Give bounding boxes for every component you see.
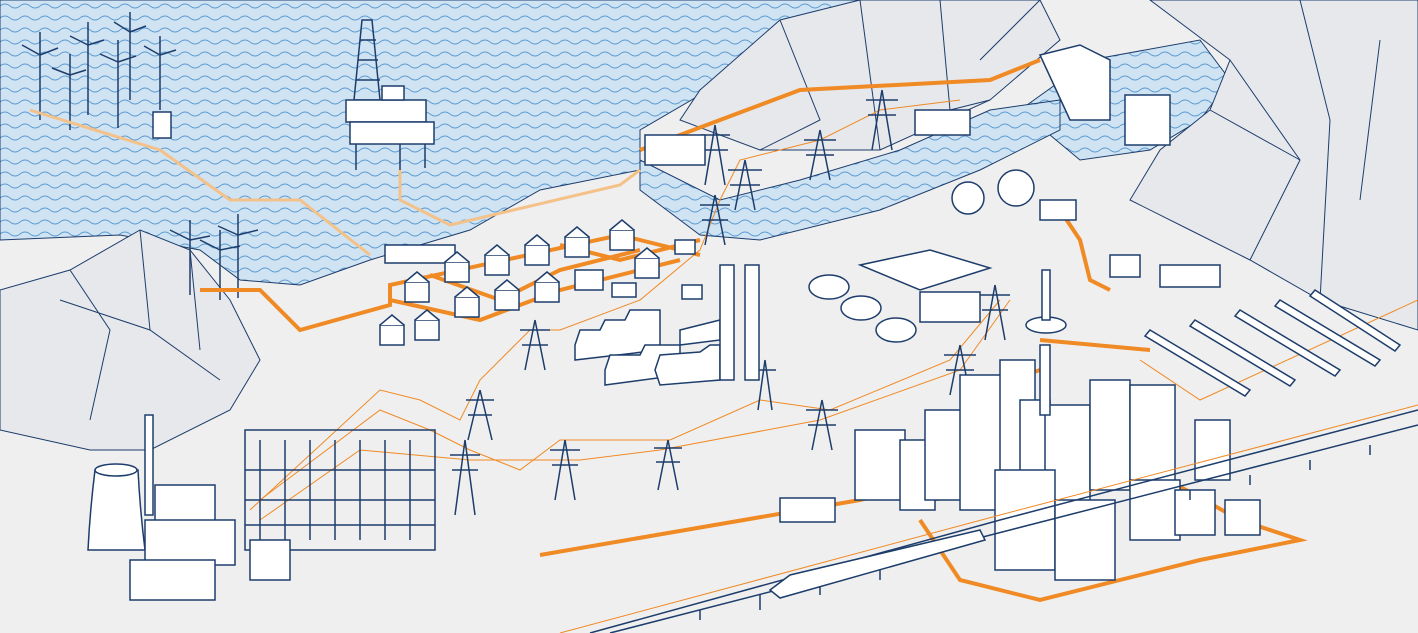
power-pylon-icon: [806, 399, 838, 451]
gas-storage: [951, 169, 1077, 221]
power-pylon-icon: [944, 344, 976, 396]
water-treatment-basin-icon: [875, 317, 917, 343]
wind-turbine-icon: [169, 220, 211, 295]
house-icon: [681, 284, 703, 300]
wind-turbine-icon: [99, 40, 137, 128]
solar-panel-array-icon: [1143, 329, 1252, 397]
high-speed-train-icon: [768, 529, 987, 599]
industrial-area: [574, 264, 760, 386]
overhead-lines: [249, 99, 1418, 521]
car-icon: [611, 282, 637, 298]
mountains: [0, 0, 1418, 451]
power-pylon-icon: [520, 319, 550, 371]
house-icon: [379, 314, 405, 346]
house-icon: [674, 239, 696, 255]
village: [379, 219, 703, 346]
chimney-icon: [744, 264, 760, 381]
power-pylon-icon: [804, 129, 836, 181]
gas-storage-tank-icon: [951, 181, 985, 215]
house-icon: [609, 219, 635, 251]
tv-tower-icon: [1025, 269, 1067, 416]
wind-turbine-icon: [21, 32, 59, 120]
power-pylon-icon: [654, 439, 682, 491]
city-skyline-icon: [779, 359, 1261, 581]
power-pylon-icon: [550, 439, 580, 501]
power-pylon-icon: [700, 194, 730, 246]
substation-icon: [244, 429, 436, 581]
house-icon: [634, 247, 660, 279]
solar-panel-array-icon: [1188, 319, 1297, 387]
warehouse-icon: [857, 249, 993, 291]
power-pylon-icon: [450, 439, 480, 516]
house-icon: [524, 234, 550, 266]
power-pylon-icon: [980, 284, 1010, 341]
offshore-converter-icon: [152, 111, 172, 139]
house-icon: [574, 269, 604, 291]
pylons: [450, 89, 1010, 516]
house-icon: [564, 226, 590, 258]
offshore-wind-farm: [21, 12, 177, 139]
solar-park: [1143, 289, 1402, 397]
power-pylon-icon: [866, 89, 898, 151]
vehicles: [611, 254, 1221, 298]
solar-panel-array-icon: [1308, 289, 1402, 352]
power-pylon-icon: [700, 124, 730, 186]
truck-icon: [1109, 254, 1141, 278]
nuclear-plant-icon: [87, 414, 236, 601]
power-pylon-icon: [728, 159, 762, 211]
wind-turbine-icon: [69, 22, 105, 115]
house-icon: [494, 279, 520, 311]
water-treatment-basin-icon: [840, 295, 882, 321]
house-icon: [534, 271, 560, 303]
wind-turbine-icon: [113, 12, 147, 100]
undersea-cables: [29, 108, 641, 257]
gas-storage-tank-icon: [997, 169, 1035, 207]
house-icon: [404, 271, 430, 303]
hydro-dam-icon: [644, 44, 1171, 166]
house-icon: [384, 244, 456, 264]
house-icon: [454, 286, 480, 318]
water-treatment: [808, 249, 993, 343]
house-icon: [484, 244, 510, 276]
factory-icon: [654, 344, 721, 386]
house-icon: [414, 309, 440, 341]
solar-panel-array-icon: [1273, 299, 1382, 367]
solar-panel-array-icon: [1233, 309, 1342, 377]
railway: [589, 409, 1418, 633]
wind-turbine-icon: [217, 214, 259, 298]
house-icon: [444, 251, 470, 283]
chimney-icon: [719, 264, 735, 381]
water-treatment-basin-icon: [808, 274, 850, 300]
offshore-platform-icon: [345, 19, 435, 175]
truck-icon: [1159, 264, 1221, 288]
rail-power-line: [559, 404, 1418, 633]
wind-turbine-icon: [143, 36, 177, 110]
power-pylon-icon: [466, 389, 494, 441]
